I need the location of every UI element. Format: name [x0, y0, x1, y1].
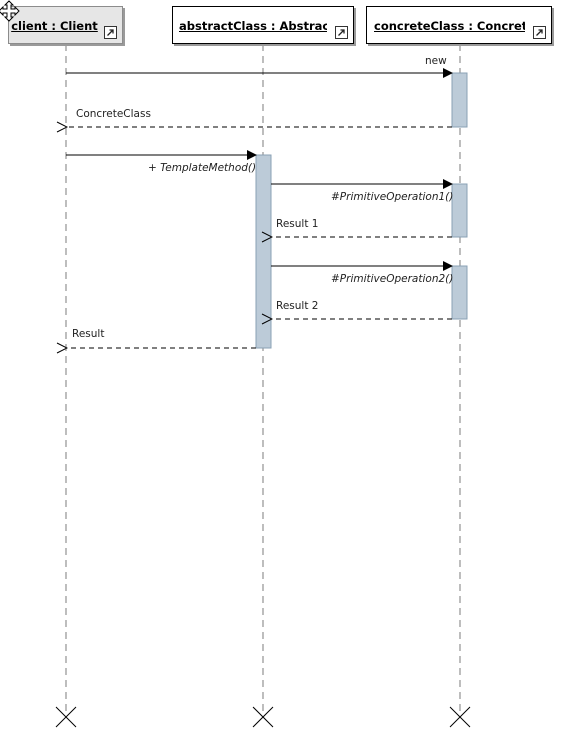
lifeline-header-client[interactable]: client : Client: [8, 6, 123, 44]
message-label-primitiveop1: #PrimitiveOperation1(): [331, 191, 454, 203]
message-label-templatemethod: + TemplateMethod(): [148, 162, 257, 174]
destroy-x-icon: [449, 706, 471, 728]
activation-concrete-op2[interactable]: [451, 265, 468, 320]
lifeline-title: concreteClass : ConcreteClass: [374, 19, 525, 33]
navigate-arrow-icon[interactable]: [533, 26, 546, 39]
navigate-arrow-icon[interactable]: [335, 26, 348, 39]
move-cursor-icon[interactable]: [0, 0, 20, 22]
message-label-concreteclass: ConcreteClass: [76, 108, 151, 120]
activation-abstract-template[interactable]: [255, 154, 272, 349]
lifeline-header-concrete[interactable]: concreteClass : ConcreteClass: [366, 6, 552, 44]
destroy-x-icon: [55, 706, 77, 728]
activation-concrete-new[interactable]: [451, 72, 468, 128]
lifeline-title: abstractClass : AbstractClass: [179, 19, 327, 33]
message-label-result: Result: [72, 328, 105, 340]
message-label-primitiveop2: #PrimitiveOperation2(): [331, 273, 454, 285]
message-label-new: new: [425, 55, 447, 67]
navigate-arrow-icon[interactable]: [104, 26, 117, 39]
lifeline-title: client : Client: [11, 19, 98, 33]
message-label-result1: Result 1: [276, 218, 319, 230]
message-label-result2: Result 2: [276, 300, 319, 312]
destroy-x-icon: [252, 706, 274, 728]
lifeline-header-abstract[interactable]: abstractClass : AbstractClass: [172, 6, 354, 44]
activation-concrete-op1[interactable]: [451, 183, 468, 238]
